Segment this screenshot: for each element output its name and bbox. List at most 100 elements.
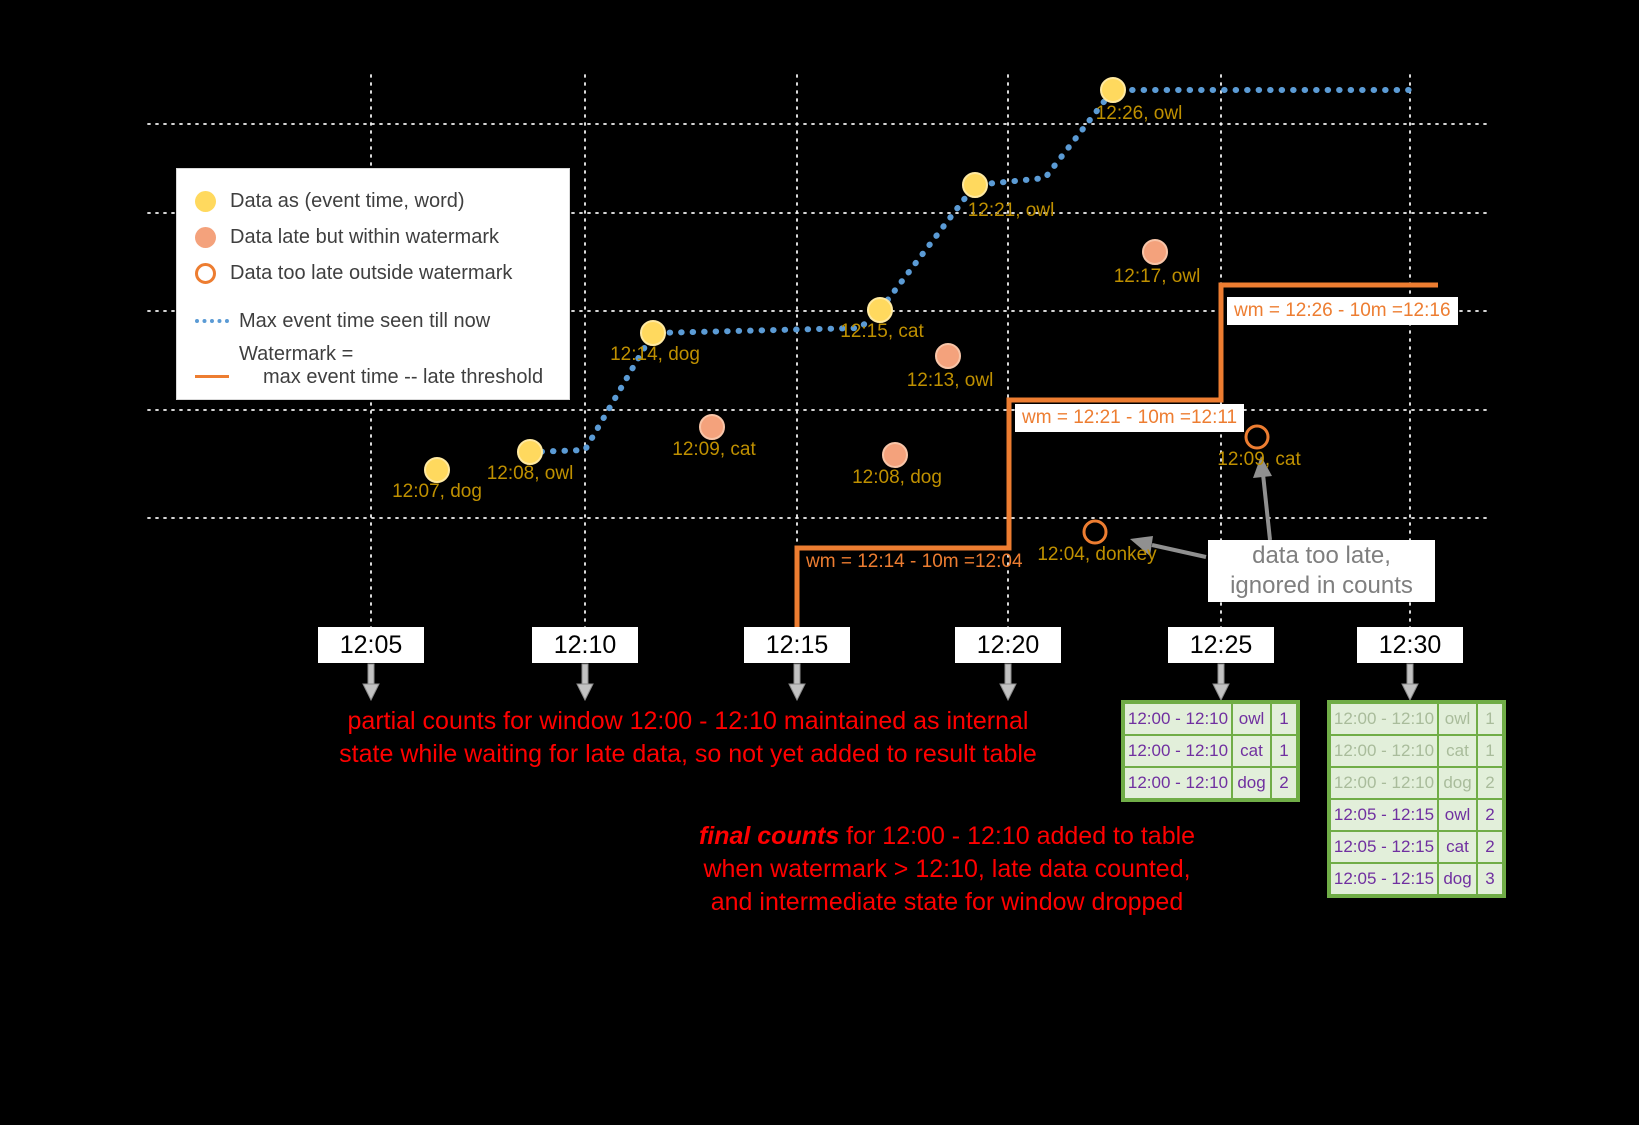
table-row: 12:05 - 12:15 cat 2 xyxy=(1330,831,1503,863)
word-cell: owl xyxy=(1232,703,1271,735)
tick-12-05: 12:05 xyxy=(318,627,424,663)
legend-label: max event time -- late threshold xyxy=(263,366,544,388)
too-late-annotation-arrows xyxy=(1130,456,1272,559)
salmon-dot-icon xyxy=(195,226,216,248)
tick-arrow xyxy=(1401,663,1419,702)
word-cell: cat xyxy=(1438,735,1477,767)
table-row: 12:00 - 12:10 owl 1 xyxy=(1124,703,1297,735)
max-event-time-line xyxy=(527,87,1418,455)
count-cell: 2 xyxy=(1477,767,1503,799)
window-cell: 12:05 - 12:15 xyxy=(1330,863,1438,895)
legend-item-max-event-time: Max event time seen till now xyxy=(195,303,569,339)
tick-arrow xyxy=(788,663,806,702)
data-point-label: 12:26, owl xyxy=(1095,103,1183,124)
final-counts-line2: when watermark > 12:10, late data counte… xyxy=(703,855,1191,883)
data-point-label: 12:21, owl xyxy=(967,200,1055,221)
dotted-line-icon xyxy=(195,319,229,323)
legend-item-watermark: Watermark = max event time -- late thres… xyxy=(195,343,569,389)
data-point-on-time xyxy=(517,439,543,465)
partial-counts-line1: partial counts for window 12:00 - 12:10 … xyxy=(347,707,1029,735)
watermark-label-2: wm = 12:21 - 10m =12:11 xyxy=(1015,404,1245,432)
data-point-late xyxy=(935,343,961,369)
word-cell: dog xyxy=(1232,767,1271,799)
final-counts-line1: final counts for 12:00 - 12:10 added to … xyxy=(699,820,1195,853)
tick-arrow xyxy=(576,663,594,702)
word-cell: cat xyxy=(1438,831,1477,863)
legend-label: Data too late outside watermark xyxy=(230,261,513,284)
too-late-note-line1: data too late, xyxy=(1252,542,1391,569)
final-counts-note: final counts for 12:00 - 12:10 added to … xyxy=(699,820,1195,919)
tick-12-30: 12:30 xyxy=(1357,627,1463,663)
table-row: 12:00 - 12:10 dog 2 xyxy=(1124,767,1297,799)
data-point-label: 12:17, owl xyxy=(1113,266,1201,287)
data-point-late xyxy=(882,442,908,468)
tick-arrow xyxy=(1212,663,1230,702)
word-cell: owl xyxy=(1438,799,1477,831)
legend: Data as (event time, word) Data late but… xyxy=(176,168,570,400)
count-cell: 1 xyxy=(1477,703,1503,735)
count-cell: 2 xyxy=(1477,831,1503,863)
final-counts-line1-rest: for 12:00 - 12:10 added to table xyxy=(839,822,1196,850)
annotation-arrow xyxy=(1151,543,1207,559)
data-point-late xyxy=(699,414,725,440)
count-cell: 1 xyxy=(1477,735,1503,767)
tick-12-20: 12:20 xyxy=(955,627,1061,663)
window-cell: 12:00 - 12:10 xyxy=(1124,767,1232,799)
table-row: 12:05 - 12:15 owl 2 xyxy=(1330,799,1503,831)
too-late-note-line2: ignored in counts xyxy=(1230,572,1413,599)
word-cell: owl xyxy=(1438,703,1477,735)
table-row-faded: 12:00 - 12:10 owl 1 xyxy=(1330,703,1503,735)
window-cell: 12:05 - 12:15 xyxy=(1330,831,1438,863)
data-point-label: 12:07, dog xyxy=(392,481,482,502)
word-cell: cat xyxy=(1232,735,1271,767)
annotation-arrow xyxy=(1261,473,1272,541)
final-counts-line3: and intermediate state for window droppe… xyxy=(710,888,1184,916)
data-point-label: 12:09, cat xyxy=(672,439,756,460)
watermark-label-3: wm = 12:26 - 10m =12:16 xyxy=(1227,297,1458,325)
result-table-1: 12:00 - 12:10 owl 1 12:00 - 12:10 cat 1 … xyxy=(1121,700,1300,802)
count-cell: 2 xyxy=(1477,799,1503,831)
annotation-arrowhead xyxy=(1130,536,1153,556)
count-cell: 1 xyxy=(1271,703,1297,735)
solid-line-icon xyxy=(195,375,229,378)
final-counts-emphasis: final counts xyxy=(698,822,840,850)
word-cell: dog xyxy=(1438,767,1477,799)
data-point-label: 12:13, owl xyxy=(906,370,994,391)
watermark-line xyxy=(794,282,1438,634)
data-point-on-time xyxy=(640,320,666,346)
data-point-label: 12:08, owl xyxy=(486,463,574,484)
data-point-too-late xyxy=(1082,519,1108,545)
tick-arrow xyxy=(999,663,1017,702)
window-cell: 12:00 - 12:10 xyxy=(1330,767,1438,799)
window-cell: 12:00 - 12:10 xyxy=(1330,735,1438,767)
table-row: 12:05 - 12:15 dog 3 xyxy=(1330,863,1503,895)
legend-item-on-time: Data as (event time, word) xyxy=(195,183,569,219)
window-cell: 12:00 - 12:10 xyxy=(1124,735,1232,767)
tick-12-25: 12:25 xyxy=(1168,627,1274,663)
table-row-faded: 12:00 - 12:10 cat 1 xyxy=(1330,735,1503,767)
result-table-2: 12:00 - 12:10 owl 1 12:00 - 12:10 cat 1 … xyxy=(1327,700,1506,898)
watermark-label-1: wm = 12:14 - 10m =12:04 xyxy=(806,551,1023,572)
data-point-label: 12:04, donkey xyxy=(1037,544,1157,565)
table-row: 12:00 - 12:10 cat 1 xyxy=(1124,735,1297,767)
window-cell: 12:00 - 12:10 xyxy=(1330,703,1438,735)
data-point-on-time xyxy=(867,297,893,323)
data-point-late xyxy=(1142,239,1168,265)
tick-12-15: 12:15 xyxy=(744,627,850,663)
tick-12-10: 12:10 xyxy=(532,627,638,663)
legend-item-late: Data late but within watermark xyxy=(195,219,569,255)
partial-counts-line2: state while waiting for late data, so no… xyxy=(339,740,1037,768)
data-point-on-time xyxy=(424,457,450,483)
partial-counts-note: partial counts for window 12:00 - 12:10 … xyxy=(339,705,1037,771)
window-cell: 12:00 - 12:10 xyxy=(1124,703,1232,735)
data-point-too-late xyxy=(1244,424,1270,450)
legend-label: Watermark = xyxy=(239,343,354,365)
legend-label: Max event time seen till now xyxy=(239,309,491,332)
legend-label: Data late but within watermark xyxy=(230,225,500,248)
data-point-label: 12:08, dog xyxy=(852,467,942,488)
table-row-faded: 12:00 - 12:10 dog 2 xyxy=(1330,767,1503,799)
data-point-label: 12:09, cat xyxy=(1217,449,1301,470)
too-late-note: data too late, ignored in counts xyxy=(1208,540,1435,602)
data-point-on-time xyxy=(962,172,988,198)
